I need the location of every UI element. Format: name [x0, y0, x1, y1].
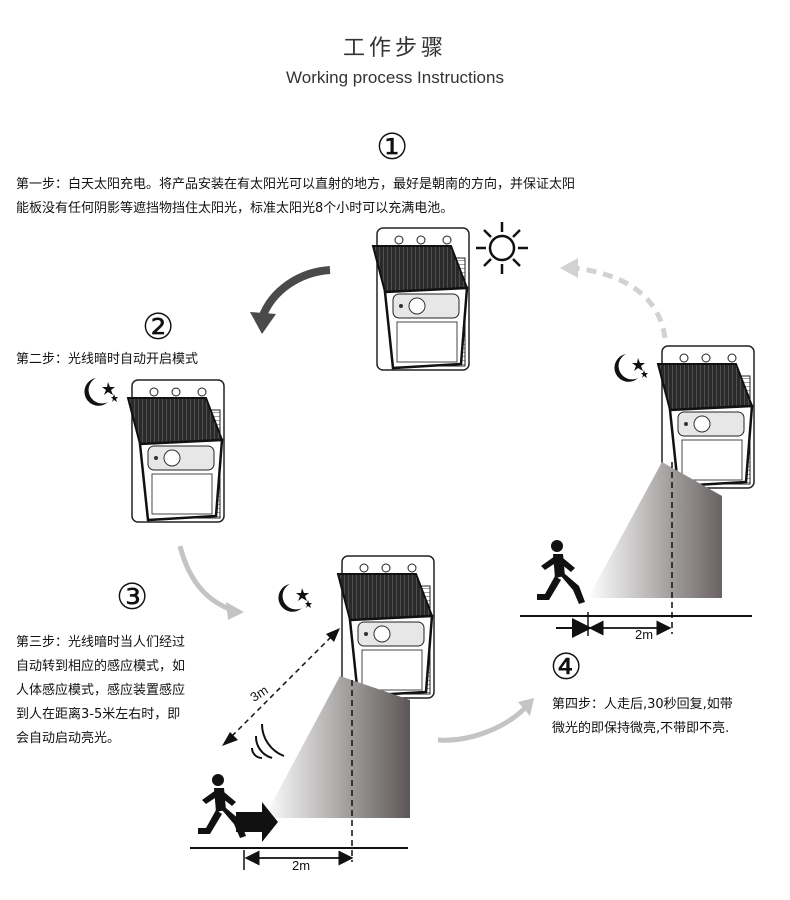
solar-lamp-icon: [371, 226, 471, 372]
step-1-number: ①: [376, 127, 409, 168]
page-subtitle: Working process Instructions: [286, 68, 504, 87]
step-3-text: 第三步：光线暗时当人们经过 自动转到相应的感应模式，如 人体感应模式，感应装置感…: [16, 631, 185, 751]
step-1-line-2: 能板没有任何阴影等遮挡物挡住太阳光，标准太阳光8个小时可以充满电池。: [16, 201, 454, 216]
step-4-text: 第四步：人走后,30秒回复,如带 微光的即保持微亮,不带即不亮.: [552, 693, 733, 741]
step-3-distance-label: 2m: [292, 858, 311, 873]
solar-lamp-icon: [126, 378, 226, 524]
page-title: 工作步骤: [342, 36, 447, 61]
curved-arrow-icon: [437, 706, 527, 743]
step-2-text: 第二步：光线暗时自动开启模式: [16, 352, 199, 367]
step-1-text: 第一步：白天太阳充电。将产品安装在有太阳光可以直射的地方，最好是朝南的方向，并保…: [16, 173, 786, 221]
step-3-number: ③: [116, 577, 149, 618]
solar-lamp-icon: [336, 554, 436, 700]
step-1-line-1: 第一步：白天太阳充电。将产品安装在有太阳光可以直射的地方，最好是朝南的方向，并保…: [16, 177, 576, 192]
sun-icon: [476, 222, 528, 274]
running-person-icon: [537, 540, 585, 604]
step-3-line-1: 第三步：光线暗时当人们经过: [16, 635, 186, 650]
light-beam: [264, 676, 410, 818]
moon-stars-icon: [278, 584, 312, 612]
step-3-line-5: 会自动启动亮光。: [16, 731, 121, 746]
step-4-number: ④: [550, 647, 583, 688]
curved-arrow-icon: [258, 266, 331, 320]
step-4-line-1: 第四步：人走后,30秒回复,如带: [552, 697, 733, 712]
moon-stars-icon: [84, 378, 118, 406]
step-4-distance-label: 2m: [635, 627, 654, 642]
light-beam: [588, 462, 722, 598]
sensor-wave-icon: [251, 723, 285, 759]
step-3-line-2: 自动转到相应的感应模式，如: [16, 659, 186, 674]
moon-stars-icon: [614, 354, 648, 382]
step-3-line-3: 人体感应模式，感应装置感应: [16, 683, 186, 698]
step-2-number: ②: [142, 307, 175, 348]
step-4-line-2: 微光的即保持微亮,不带即不亮.: [552, 721, 730, 736]
dashed-curved-arrow-icon: [574, 265, 668, 339]
curved-arrow-icon: [177, 545, 233, 613]
step-3-line-4: 到人在距离3-5米左右时，即: [16, 707, 181, 722]
